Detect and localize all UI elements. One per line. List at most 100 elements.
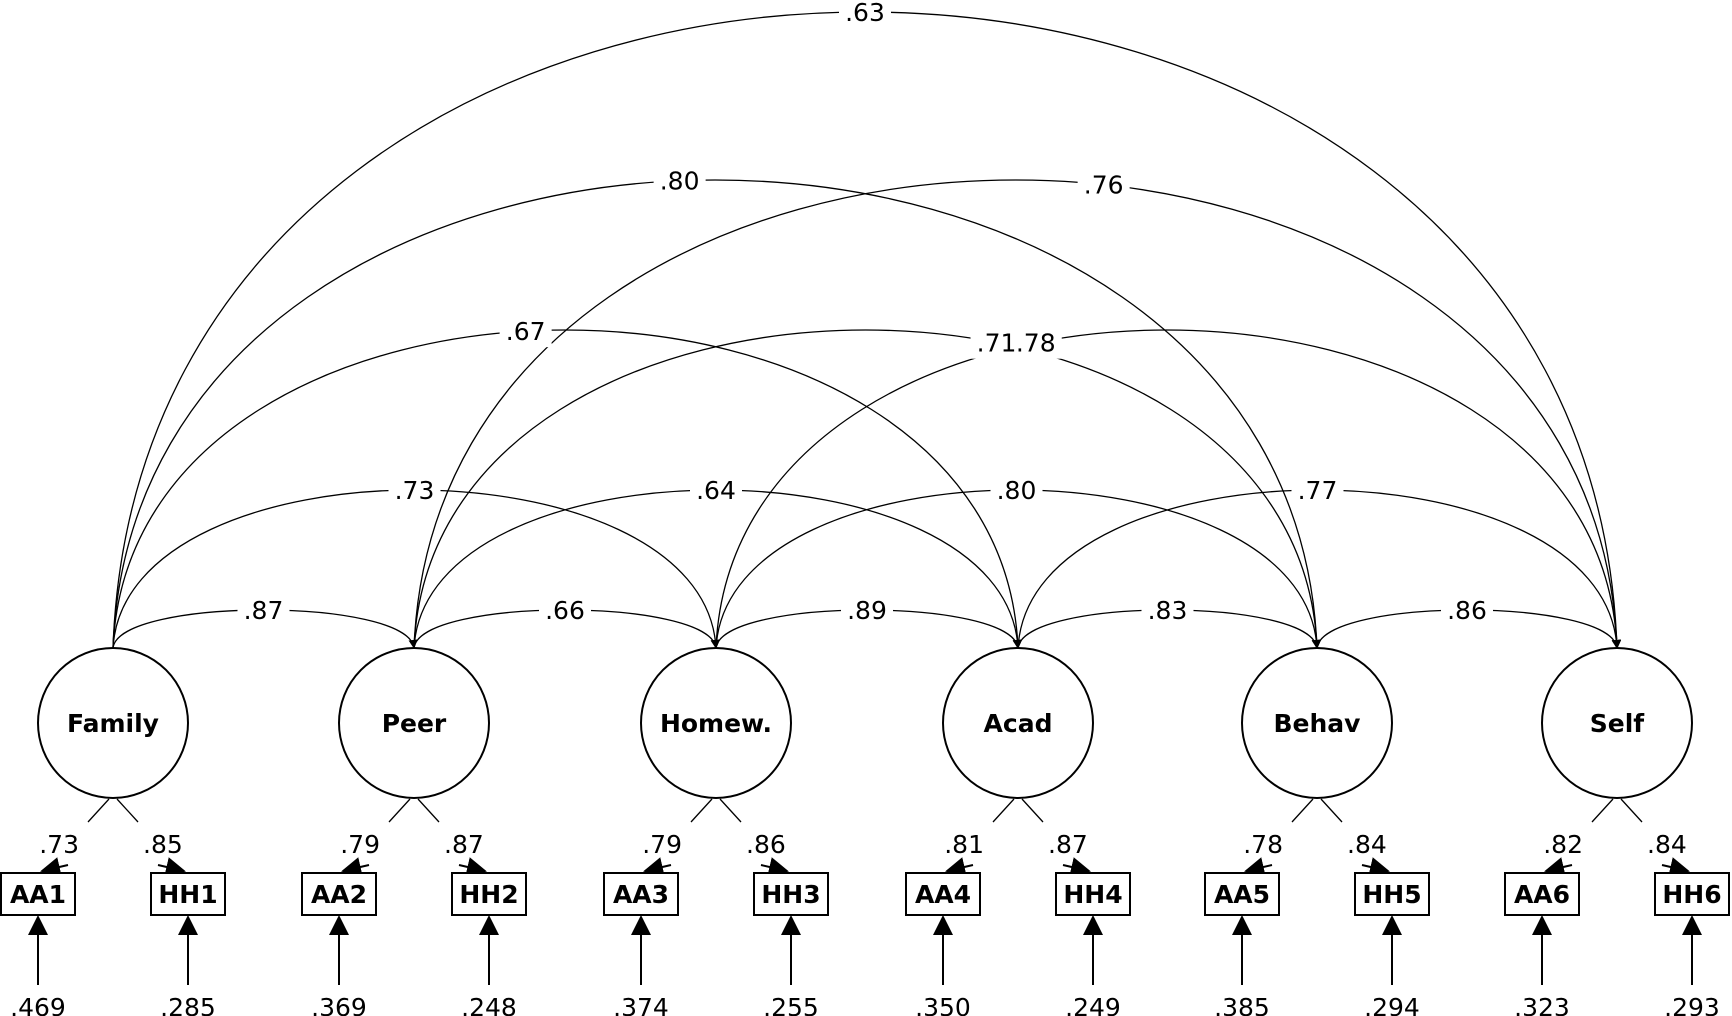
- factor-name: Family: [67, 709, 159, 738]
- loading-value: .84: [1647, 830, 1687, 859]
- loading-arrow: [760, 857, 789, 877]
- loading-line: [719, 798, 742, 823]
- correlation-arcs: [107, 11, 1622, 657]
- factor-circle: [37, 647, 189, 799]
- indicator-hh6: HH6.293: [1654, 872, 1730, 1016]
- factor-name: Behav: [1274, 709, 1361, 738]
- indicator-box: [1504, 872, 1580, 916]
- loading-value: .81: [944, 830, 984, 859]
- correlation-arc: [409, 179, 1622, 657]
- error-variance: .285: [160, 993, 216, 1016]
- indicator-name: AA4: [915, 880, 971, 909]
- factor-circle: [942, 647, 1094, 799]
- loading-line: [992, 798, 1015, 823]
- correlation-labels: .87.66.89.83.86.73.64.80.77.67.71.78.80.…: [244, 0, 1487, 625]
- correlation-arc: [1013, 489, 1622, 657]
- loading-arrow: [1361, 857, 1390, 877]
- correlation-value: .63: [845, 0, 885, 27]
- loading-arrow: [341, 857, 370, 877]
- indicator-hh2: HH2.248: [451, 872, 527, 1016]
- loading-line: [1291, 798, 1314, 823]
- indicator-aa2: AA2 .369: [301, 872, 377, 1016]
- label-background: [499, 315, 552, 348]
- label-background: [690, 474, 742, 506]
- correlation-arc: [108, 179, 1322, 657]
- loading-line: [417, 798, 440, 823]
- error-variance: .385: [1214, 993, 1270, 1016]
- loading-line: [1021, 798, 1044, 823]
- loading-value: .82: [1543, 830, 1583, 859]
- loading-arrow: [1661, 857, 1690, 877]
- error-variance: .469: [10, 993, 66, 1016]
- indicator-aa4: AA4 .350: [905, 872, 981, 1016]
- correlation-value: .80: [660, 167, 700, 196]
- loading-line: [388, 798, 411, 823]
- indicator-box: [1055, 872, 1131, 916]
- loading-value: .79: [340, 830, 380, 859]
- correlation-value: .77: [1298, 476, 1338, 505]
- correlation-value: .78: [1016, 329, 1056, 358]
- factor-circle: [338, 647, 490, 799]
- indicator-hh5: HH5.294: [1354, 872, 1430, 1016]
- correlation-value: .73: [395, 476, 435, 505]
- loading-arrow: [40, 857, 69, 877]
- error-variance: .369: [311, 993, 367, 1016]
- correlation-value: .80: [997, 476, 1037, 505]
- label-background: [839, 0, 891, 28]
- label-background: [1441, 594, 1493, 626]
- correlation-value: .89: [847, 596, 887, 625]
- indicator-name: AA1: [10, 880, 66, 909]
- correlation-label-backgrounds: [237, 0, 1493, 626]
- loading-value: .73: [39, 830, 79, 859]
- factor-circle: [1241, 647, 1393, 799]
- indicator-box: [451, 872, 527, 916]
- indicator-name: HH6: [1662, 880, 1721, 909]
- label-background: [1009, 326, 1062, 359]
- label-background: [841, 594, 893, 626]
- factor-name: Acad: [984, 709, 1053, 738]
- factor-f2: Peer: [338, 647, 490, 799]
- indicator-aa6: AA6.323: [1504, 872, 1580, 1016]
- factor-loadings: .73.85.79.87.79.86.81.87.78.84.82.84: [39, 798, 1690, 877]
- label-background: [653, 164, 706, 197]
- observed-indicators: AA1.469HH1.285AA2.369HH2.248AA3.374HH3.2…: [0, 872, 1730, 1016]
- indicator-aa1: AA1 .469: [0, 872, 76, 1016]
- indicator-box: [905, 872, 981, 916]
- indicator-box: [301, 872, 377, 916]
- factor-f3: Homew.: [640, 647, 792, 799]
- loading-value: .85: [143, 830, 183, 859]
- correlation-value: .76: [1084, 171, 1124, 200]
- error-variance: .374: [613, 993, 669, 1016]
- loading-line: [1620, 798, 1643, 823]
- indicator-name: HH3: [761, 880, 820, 909]
- indicator-aa3: AA3.374: [603, 872, 679, 1016]
- loading-line: [690, 798, 713, 823]
- loading-arrow: [458, 857, 487, 877]
- loading-value: .87: [1048, 830, 1088, 859]
- factor-name: Homew.: [660, 709, 772, 738]
- indicator-box: [150, 872, 226, 916]
- correlation-value: .71: [977, 329, 1017, 358]
- loading-value: .79: [642, 830, 682, 859]
- loading-arrow: [1544, 857, 1573, 877]
- correlation-value: .64: [696, 476, 736, 505]
- correlation-value: .67: [506, 317, 546, 346]
- indicator-name: AA6: [1514, 880, 1570, 909]
- indicator-name: AA5: [1214, 880, 1270, 909]
- factor-name: Peer: [382, 709, 447, 738]
- factor-circle: [1541, 647, 1693, 799]
- correlation-arc: [108, 489, 721, 657]
- label-background: [1141, 594, 1194, 626]
- error-variance: .248: [461, 993, 517, 1016]
- indicator-name: AA2: [311, 880, 367, 909]
- error-variance: .350: [915, 993, 971, 1016]
- indicator-hh4: HH4.249: [1055, 872, 1131, 1016]
- label-background: [1291, 474, 1344, 506]
- indicator-box: [1654, 872, 1730, 916]
- label-background: [388, 474, 441, 506]
- label-background: [990, 474, 1043, 506]
- loading-line: [1591, 798, 1614, 823]
- correlation-value: .66: [545, 596, 585, 625]
